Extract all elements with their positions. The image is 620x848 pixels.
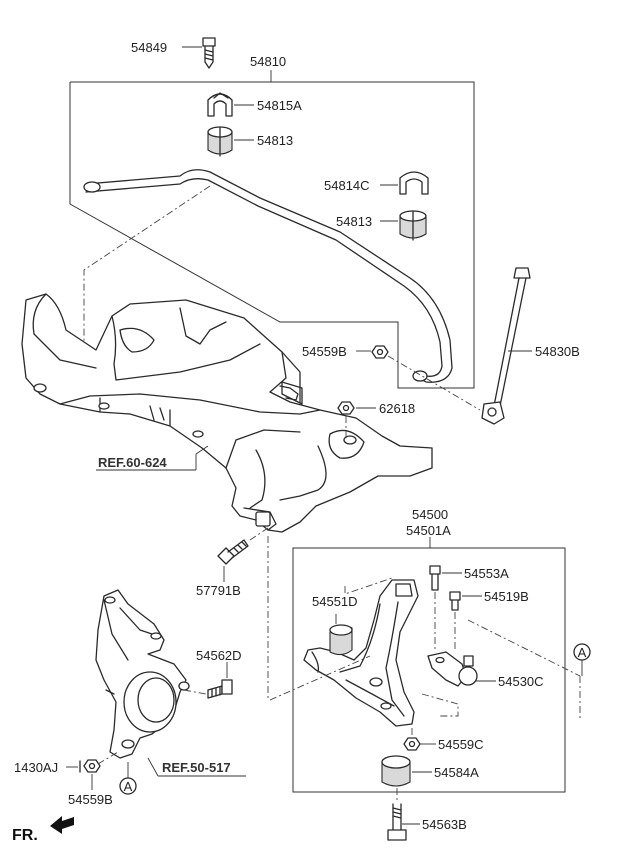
- bushing-54813-lower: [399, 210, 427, 241]
- label-54559C: 54559C: [438, 737, 484, 752]
- label-62618: 62618: [379, 401, 415, 416]
- label-57791B: 57791B: [196, 583, 241, 598]
- marker-a-right-text: A: [578, 645, 587, 660]
- bolt-54562D: [207, 679, 233, 699]
- nut-62618: [337, 401, 355, 415]
- bracket-54815A: [207, 92, 233, 117]
- marker-a-lower-text: A: [124, 779, 133, 794]
- bolt-57791B: [217, 539, 249, 565]
- label-54830B: 54830B: [535, 344, 580, 359]
- front-direction-arrow: [50, 816, 74, 834]
- bracket-54814C: [399, 171, 429, 195]
- label-54813-upper: 54813: [257, 133, 293, 148]
- label-54519B: 54519B: [484, 589, 529, 604]
- front-direction-label: FR.: [12, 827, 38, 844]
- label-54500: 54500: [412, 507, 448, 522]
- bushing-54584A: [381, 755, 411, 787]
- bolt-54563B: [387, 803, 407, 841]
- bushing-54551D: [329, 624, 353, 656]
- stabilizer-link-54830B: [481, 267, 531, 425]
- label-54810: 54810: [250, 54, 286, 69]
- sub-frame: [21, 293, 433, 533]
- stabilizer-bar: [83, 169, 453, 383]
- bushing-54813-upper: [207, 126, 233, 157]
- label-54559B-upper: 54559B: [302, 344, 347, 359]
- label-54530C: 54530C: [498, 674, 544, 689]
- nut-54559B-lower: [83, 759, 101, 773]
- ball-joint-54530C: [427, 651, 478, 687]
- label-54553A: 54553A: [464, 566, 509, 581]
- label-54559B-lower: 54559B: [68, 792, 113, 807]
- bolt-54553A: [429, 565, 441, 591]
- label-1430AJ: 1430AJ: [14, 760, 58, 775]
- lower-arm: [303, 579, 419, 727]
- label-54813-lower: 54813: [336, 214, 372, 229]
- label-54551D: 54551D: [312, 594, 358, 609]
- bolt-54519B: [449, 591, 461, 611]
- bolt-54849: [202, 37, 216, 69]
- label-54501A: 54501A: [406, 523, 451, 538]
- label-54815A: 54815A: [257, 98, 302, 113]
- label-54814C: 54814C: [324, 178, 370, 193]
- steering-knuckle: [95, 589, 190, 759]
- label-54849: 54849: [131, 40, 167, 55]
- lower-arm-group-box: [292, 547, 566, 793]
- nut-54559B-upper: [371, 345, 389, 359]
- ref-50-517: REF.50-517: [162, 760, 231, 775]
- nut-54559C: [403, 737, 421, 751]
- ref-60-624: REF.60-624: [98, 455, 167, 470]
- label-54562D: 54562D: [196, 648, 242, 663]
- stabilizer-group-box: [69, 81, 475, 389]
- label-54563B: 54563B: [422, 817, 467, 832]
- label-54584A: 54584A: [434, 765, 479, 780]
